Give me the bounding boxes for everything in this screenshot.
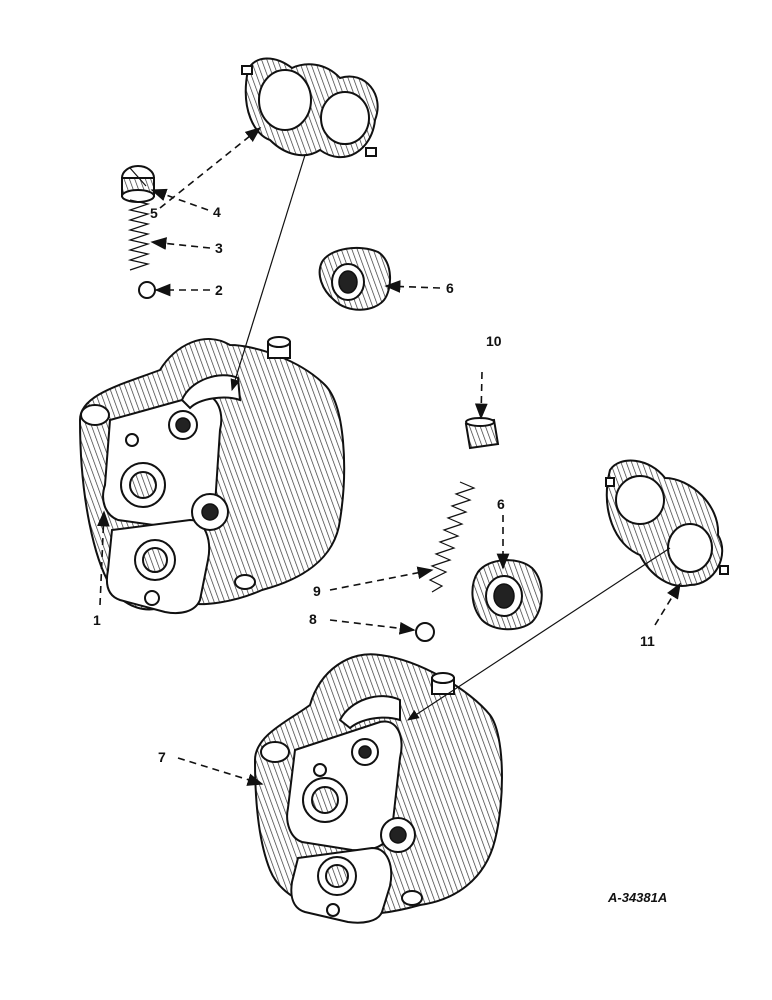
leader-1 xyxy=(96,510,110,606)
callout-4: 4 xyxy=(213,204,221,220)
leader-3 xyxy=(150,237,211,250)
leader-5 xyxy=(159,127,262,209)
leader-10 xyxy=(474,371,488,420)
leader-4 xyxy=(150,188,209,211)
plug-part-4 xyxy=(121,165,155,203)
callout-6-upper: 6 xyxy=(446,280,454,296)
callout-2: 2 xyxy=(215,282,223,298)
spring-part-3 xyxy=(127,199,151,271)
ball-part-2 xyxy=(138,281,156,299)
callout-7: 7 xyxy=(158,749,166,765)
callout-9: 9 xyxy=(313,583,321,599)
leader-7 xyxy=(177,757,264,786)
spring-part-9 xyxy=(428,481,476,593)
gasket-part-5 xyxy=(241,57,379,159)
ball-part-8 xyxy=(415,622,435,642)
callout-5: 5 xyxy=(150,205,158,221)
leader-11 xyxy=(654,582,681,626)
callout-6-lower: 6 xyxy=(497,496,505,512)
leader-lines xyxy=(96,127,681,786)
bearing-part-6-upper xyxy=(318,246,391,311)
leader-9 xyxy=(329,566,434,591)
callout-labels: 5 4 3 2 6 1 10 9 8 6 11 7 A-34381A xyxy=(93,204,667,905)
leader-11-to-housing xyxy=(406,547,671,721)
callout-11: 11 xyxy=(640,633,655,649)
pump-housing-part-7 xyxy=(253,653,503,924)
leader-8 xyxy=(329,619,416,635)
callout-1: 1 xyxy=(93,612,101,628)
figure-id: A-34381A xyxy=(607,890,667,905)
leader-5-to-housing xyxy=(230,154,306,392)
callout-8: 8 xyxy=(309,611,317,627)
leader-6-upper xyxy=(384,280,441,293)
callout-3: 3 xyxy=(215,240,223,256)
bearing-part-6-lower xyxy=(471,559,543,631)
gasket-part-11 xyxy=(605,459,729,587)
pump-housing-part-1 xyxy=(78,336,346,615)
callout-10: 10 xyxy=(486,333,502,349)
plug-part-10 xyxy=(464,417,500,450)
